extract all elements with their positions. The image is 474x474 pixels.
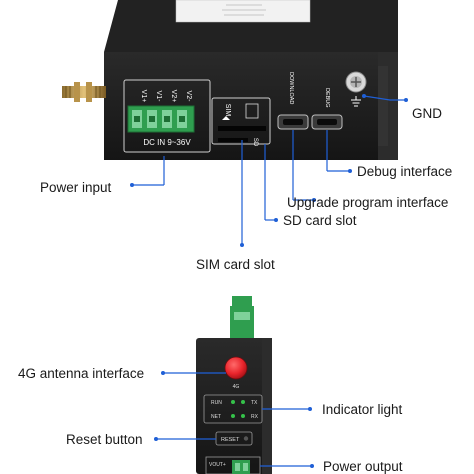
callout-sim-card-slot: SIM card slot (196, 257, 275, 272)
callout-indicator-light: Indicator light (322, 402, 403, 417)
debug-port-label: DEBUG (324, 88, 330, 108)
terminal-pin-label: V1+ (140, 90, 147, 103)
debug-usb-port: DEBUG (311, 88, 343, 130)
led-label: RUN (211, 400, 222, 406)
sim-sd-slot-area: SIM SD (211, 97, 271, 147)
vout-label: VOUT+ (209, 462, 226, 468)
callout-power-input: Power input (40, 180, 112, 195)
led-indicator (241, 400, 245, 404)
ground-symbol-icon (351, 96, 361, 107)
callout-gnd: GND (412, 106, 442, 121)
gnd-screw (345, 71, 367, 107)
power-output-terminal: VOUT+ (205, 456, 261, 474)
led-label: TX (251, 400, 258, 406)
4g-antenna-interface: 4G (224, 356, 248, 390)
sma-antenna-connector (62, 82, 106, 102)
sim-slot-label: SIM (224, 104, 231, 117)
callout-reset-button: Reset button (66, 432, 143, 447)
lower-callout-lines (154, 371, 314, 468)
upper-callout-lines (130, 94, 408, 247)
terminal-voltage-caption: DC IN 9~36V (143, 138, 191, 147)
reset-label: RESET (221, 437, 240, 443)
callout-sd-card-slot: SD card slot (283, 213, 357, 228)
callout-power-output: Power output (323, 459, 403, 474)
callout-4g-antenna-interface: 4G antenna interface (18, 366, 145, 381)
router-top-view: V1+ V1- V2+ V2- DC IN 9~36V SIM (62, 0, 398, 160)
terminal-pin-label: V1- (155, 91, 162, 103)
led-indicator (231, 400, 235, 404)
led-indicator (241, 414, 245, 418)
callout-upgrade-program-interface: Upgrade program interface (287, 195, 449, 210)
download-usb-port: DOWNLOAD (277, 72, 309, 130)
led-label: NET (211, 414, 221, 420)
download-port-label: DOWNLOAD (288, 72, 294, 104)
power-input-terminal-block (127, 105, 195, 133)
led-label: RX (251, 414, 259, 420)
callout-debug-interface: Debug interface (357, 164, 453, 179)
sd-slot-label: SD (252, 138, 258, 147)
terminal-pin-label: V2+ (170, 90, 177, 103)
antenna-caption: 4G (233, 384, 240, 390)
router-side-view: 4G RUN TX NET RX RESET VOUT+ (196, 296, 272, 474)
terminal-pin-label: V2- (185, 91, 192, 103)
led-indicator (231, 414, 235, 418)
